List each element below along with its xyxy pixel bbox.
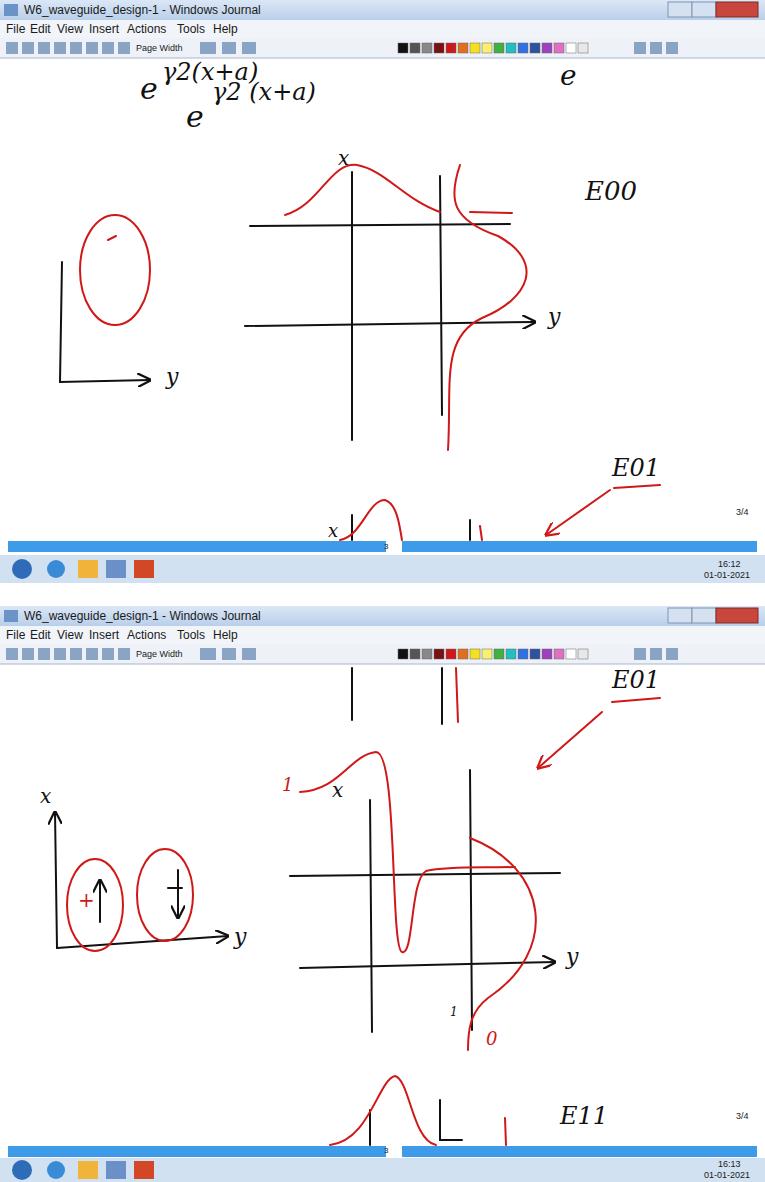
axis-label: x — [332, 780, 343, 800]
menu-item: Edit — [30, 23, 51, 35]
equation-text: e — [186, 102, 204, 132]
axis-label: x — [40, 786, 51, 806]
menu-item: View — [57, 23, 83, 35]
menu-item: Actions — [127, 23, 166, 35]
clock-date: 01-01-2021 — [704, 1171, 750, 1180]
page-number: 3 — [384, 1147, 388, 1155]
window-title: W6_waveguide_design-1 - Windows Journal — [24, 610, 261, 622]
value-label: 1 — [282, 776, 293, 794]
mode-label: E01 — [612, 456, 660, 480]
mode-label: E01 — [612, 668, 660, 692]
menu-item: Help — [213, 23, 238, 35]
menu-item: Tools — [177, 23, 205, 35]
axis-label: x — [328, 522, 338, 540]
page-count: 3/4 — [736, 1112, 749, 1121]
menu-item: Insert — [89, 629, 119, 641]
value-label: 1 — [450, 1006, 458, 1018]
equation-text: e — [140, 74, 158, 104]
axis-label: y — [548, 306, 560, 328]
handwritten-sketch — [55, 668, 660, 1145]
menu-item: View — [57, 629, 83, 641]
axis-label: y — [566, 946, 578, 968]
menu-item: Edit — [30, 629, 51, 641]
menu-item: Tools — [177, 629, 205, 641]
menu-item: Help — [213, 629, 238, 641]
zoom-selector: Page Width — [136, 44, 183, 53]
menu-item: Actions — [127, 629, 166, 641]
clock-time: 16:12 — [718, 560, 741, 569]
window-title: W6_waveguide_design-1 - Windows Journal — [24, 4, 261, 16]
menu-item: File — [6, 23, 25, 35]
axis-label: y — [234, 926, 246, 948]
menu-item: File — [6, 629, 25, 641]
axis-label: x — [338, 148, 349, 168]
page-number: 3 — [384, 543, 388, 551]
value-label: 0 — [486, 1030, 497, 1048]
mode-label: E11 — [560, 1104, 608, 1128]
page-count: 3/4 — [736, 508, 749, 517]
clock-date: 01-01-2021 — [704, 571, 750, 580]
axis-label: y — [166, 366, 178, 388]
zoom-selector: Page Width — [136, 650, 183, 659]
clock-time: 16:13 — [718, 1160, 741, 1169]
mode-label: E00 — [585, 178, 637, 204]
menu-item: Insert — [89, 23, 119, 35]
equation-text: e — [560, 62, 577, 90]
equation-text: γ2 (x+a) — [212, 80, 316, 104]
polarity-sign: + — [78, 890, 95, 910]
window-chrome — [0, 0, 765, 583]
handwritten-sketch — [60, 165, 660, 540]
window-chrome — [0, 606, 765, 1182]
